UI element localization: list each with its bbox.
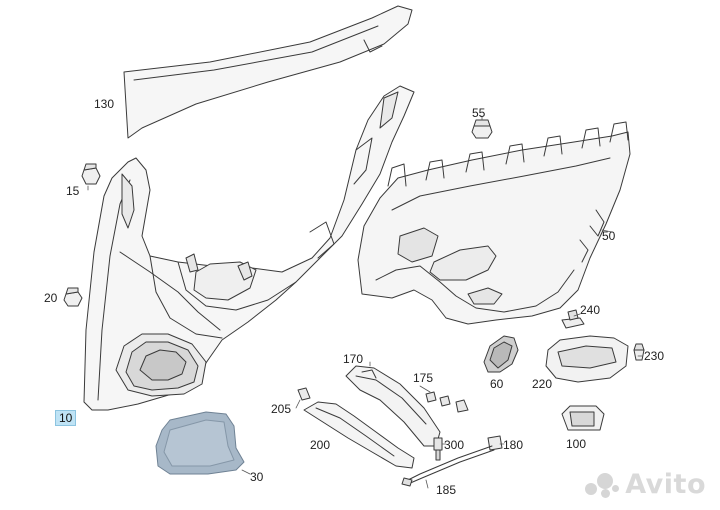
part-30-speaker-cover [155,411,245,475]
label-180: 180 [503,438,524,452]
leader-lines [87,115,643,489]
part-20-clip [63,287,83,307]
label-175: 175 [413,371,434,385]
part-200-pull-trim [303,401,415,469]
label-300: 300 [444,438,465,452]
part-185-rod [401,445,495,487]
label-100: 100 [566,437,587,451]
watermark-text: Avito [625,469,706,500]
label-15: 15 [66,184,80,198]
part-15-clip [81,163,101,185]
part-300-bolt [433,437,443,461]
part-220-door-handle [545,335,629,383]
avito-watermark: Avito [585,469,706,500]
part-175-clip [425,391,469,413]
label-55: 55 [472,106,486,120]
label-220: 220 [532,377,553,391]
part-240-clip [561,309,585,329]
label-130: 130 [94,97,115,111]
label-185: 185 [436,483,457,497]
label-30: 30 [250,470,264,484]
label-230: 230 [644,349,665,363]
part-55-clip [471,119,493,139]
label-170: 170 [343,352,364,366]
part-50-door-carrier [357,121,631,325]
label-60: 60 [490,377,504,391]
part-10-door-panel [83,85,415,411]
label-240: 240 [580,303,601,317]
label-200: 200 [310,438,331,452]
label-20: 20 [44,291,58,305]
part-230-clip [633,343,645,361]
part-130-window-trim [123,5,413,139]
part-180-clip [487,435,503,451]
label-205: 205 [271,402,292,416]
part-100-window-switch [561,405,605,431]
label-10: 10 [55,410,77,426]
part-60-speaker-grille [483,335,519,373]
avito-logo-icon [585,472,621,499]
label-50: 50 [602,229,616,243]
part-205-clip [297,387,311,401]
